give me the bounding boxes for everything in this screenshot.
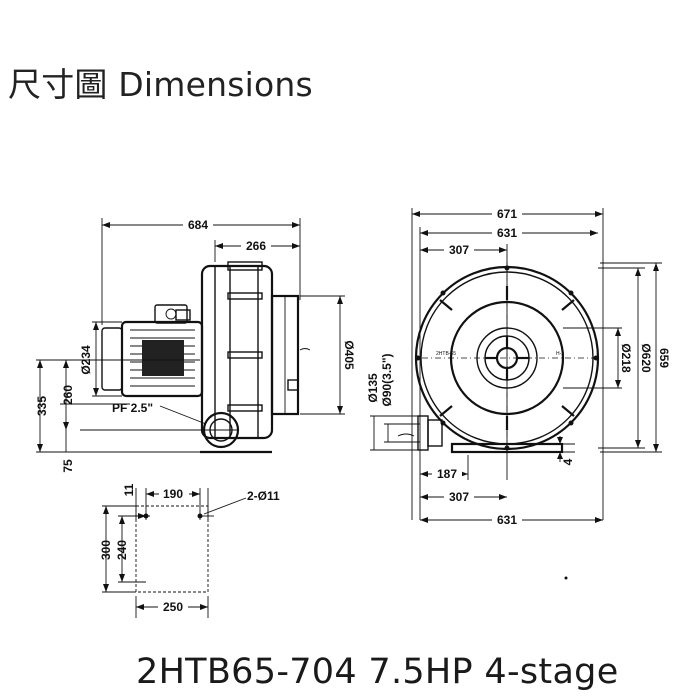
- front-view: 671 631 307: [366, 207, 671, 527]
- dim-height-total-front: 659: [657, 348, 671, 368]
- dim-edge-offset: 11: [122, 483, 136, 496]
- dim-housing-diameter-front: Ø620: [639, 343, 653, 373]
- dim-bottom-half: 307: [449, 490, 469, 504]
- page-title: 尺寸圖 Dimensions: [8, 65, 313, 104]
- label-pipe-thread: PF 2.5": [112, 401, 153, 415]
- dim-outlet-offset: 266: [246, 239, 266, 253]
- dim-flange-thickness: 4: [561, 458, 575, 465]
- dim-width-housing: 631: [497, 226, 517, 240]
- dim-inlet-inner: Ø90(3.5"): [380, 353, 394, 406]
- model-caption: 2HTB65-704 7.5HP 4-stage: [136, 652, 619, 692]
- dim-width-total: 671: [497, 207, 517, 221]
- dim-inlet-outer: Ø135: [366, 373, 380, 403]
- dim-outer-height: 300: [99, 540, 113, 560]
- dim-hole-spacing: 190: [163, 487, 183, 501]
- side-view: 684 266: [35, 218, 356, 473]
- dim-inlet-diameter: Ø218: [619, 343, 633, 373]
- dim-height-total: 335: [35, 396, 49, 416]
- dim-bottom-width: 631: [497, 513, 517, 527]
- stray-dot: [564, 576, 568, 580]
- dim-inner-height: 240: [115, 540, 129, 560]
- label-hole-spec: 2-Ø11: [247, 489, 280, 503]
- nameplate-right: H-2: [556, 351, 564, 357]
- dim-housing-diameter: Ø405: [342, 340, 356, 370]
- dim-height-center: 260: [61, 385, 75, 405]
- dim-overall-length: 684: [188, 218, 208, 232]
- base-view: 190 11 2-Ø11 300 240 250: [99, 483, 280, 618]
- dim-base-offset: 75: [61, 459, 75, 473]
- nameplate-left: 2HTB-65: [436, 351, 456, 357]
- dim-base-width: 250: [163, 600, 183, 614]
- dim-half-width: 307: [449, 243, 469, 257]
- dim-bottom-offset: 187: [437, 467, 457, 481]
